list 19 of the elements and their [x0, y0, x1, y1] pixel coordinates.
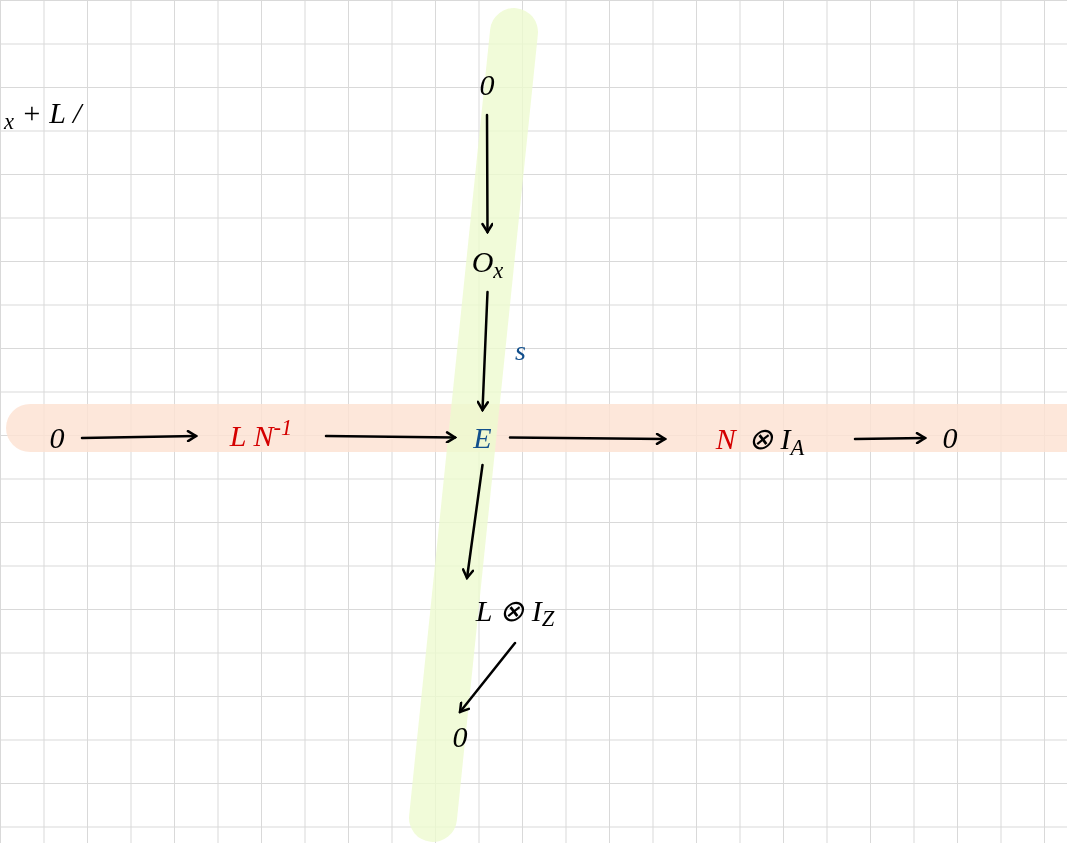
math-fragment: $_{x}$ + L / — [4, 98, 82, 128]
arrow — [853, 431, 927, 445]
math-term: 0 — [32, 413, 82, 463]
arrow — [508, 432, 667, 446]
arrow — [481, 113, 494, 234]
math-term: 0 — [435, 712, 485, 762]
math-term: 0 — [462, 55, 512, 115]
math-term: L ⊗ I$_{Z}$ — [435, 578, 595, 643]
math-term: N ⊗ I$_{A}$ — [665, 408, 855, 470]
math-term: E — [455, 410, 510, 465]
arrow — [458, 641, 517, 714]
arrow — [324, 431, 457, 444]
math-term: O$_{x}$ — [445, 232, 530, 292]
arrow — [461, 463, 484, 580]
math-term: L N$^{-1}$ — [196, 405, 326, 467]
math-term: 0 — [925, 413, 975, 463]
arrow — [80, 429, 198, 443]
edge-label: s — [515, 337, 526, 365]
arrow — [476, 290, 490, 412]
